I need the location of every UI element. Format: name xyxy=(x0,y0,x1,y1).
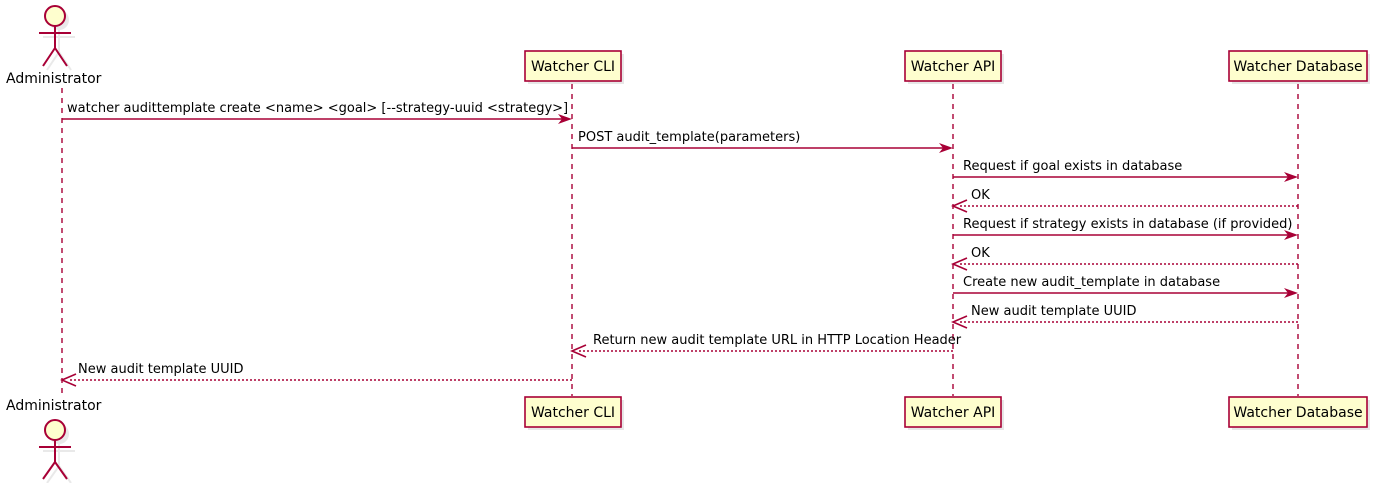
actor-right-leg-icon-bottom xyxy=(54,461,68,480)
message-1-label: watcher audittemplate create <name> <goa… xyxy=(67,101,568,116)
participant-box-watcher-database-bottom[interactable] xyxy=(1228,396,1368,428)
participant-watcher-cli-bottom[interactable]: Watcher CLI xyxy=(524,396,624,430)
actor-right-leg-icon xyxy=(54,47,68,67)
actor-left-leg-icon xyxy=(42,47,56,67)
message-10-label: New audit template UUID xyxy=(78,362,243,377)
message-2-label: POST audit_template(parameters) xyxy=(578,130,800,145)
participant-label-watcher-api-bottom: Watcher API xyxy=(911,405,996,421)
actor-label-administrator-top: Administrator xyxy=(6,71,102,87)
message-10-arrowhead xyxy=(59,373,77,387)
participant-watcher-database-top[interactable]: Watcher Database xyxy=(1228,50,1370,84)
message-6-arrowhead xyxy=(950,257,968,271)
actor-head-icon xyxy=(44,5,66,27)
participant-watcher-api-bottom[interactable]: Watcher API xyxy=(904,396,1004,430)
participant-watcher-api-top[interactable]: Watcher API xyxy=(904,50,1004,84)
actor-left-leg-icon-bottom xyxy=(42,461,56,480)
participant-box-watcher-api-top[interactable] xyxy=(904,50,1002,82)
participant-watcher-cli-top[interactable]: Watcher CLI xyxy=(524,50,624,84)
message-8[interactable]: New audit template UUID xyxy=(950,304,1298,329)
message-9-label: Return new audit template URL in HTTP Lo… xyxy=(593,333,962,348)
message-3[interactable]: Request if goal exists in database xyxy=(953,159,1298,182)
message-8-label: New audit template UUID xyxy=(971,304,1136,319)
message-5-label: Request if strategy exists in database (… xyxy=(963,217,1292,232)
participant-label-watcher-cli-bottom: Watcher CLI xyxy=(531,405,615,421)
message-9-arrowhead xyxy=(569,344,587,358)
message-5[interactable]: Request if strategy exists in database (… xyxy=(953,217,1298,240)
message-9[interactable]: Return new audit template URL in HTTP Lo… xyxy=(569,333,962,358)
message-7-label: Create new audit_template in database xyxy=(963,275,1220,290)
message-10[interactable]: New audit template UUID xyxy=(59,362,572,387)
participant-box-watcher-cli-top[interactable] xyxy=(524,50,622,82)
message-4-arrowhead xyxy=(950,199,968,213)
message-7-arrowhead xyxy=(1284,288,1298,298)
message-6-label: OK xyxy=(971,246,990,261)
actor-label-administrator-bottom: Administrator xyxy=(6,398,102,414)
actor-administrator-bottom[interactable]: Administrator xyxy=(6,398,102,483)
participant-box-watcher-api-bottom[interactable] xyxy=(904,396,1002,428)
participant-label-watcher-database-top: Watcher Database xyxy=(1233,59,1362,75)
message-1-arrowhead xyxy=(558,114,572,124)
message-3-arrowhead xyxy=(1284,172,1298,182)
participant-box-watcher-cli-bottom[interactable] xyxy=(524,396,622,428)
message-2-arrowhead xyxy=(939,143,953,153)
participant-label-watcher-cli-top: Watcher CLI xyxy=(531,59,615,75)
message-3-label: Request if goal exists in database xyxy=(963,159,1182,174)
actor-head-icon-bottom xyxy=(44,419,66,441)
message-8-arrowhead xyxy=(950,315,968,329)
message-4-label: OK xyxy=(971,188,990,203)
message-7[interactable]: Create new audit_template in database xyxy=(953,275,1298,298)
participant-label-watcher-api-top: Watcher API xyxy=(911,59,996,75)
participant-label-watcher-database-bottom: Watcher Database xyxy=(1233,405,1362,421)
message-2[interactable]: POST audit_template(parameters) xyxy=(572,130,953,153)
actor-administrator-top[interactable]: Administrator xyxy=(6,5,102,87)
message-5-arrowhead xyxy=(1284,230,1298,240)
message-4[interactable]: OK xyxy=(950,188,1298,213)
message-1[interactable]: watcher audittemplate create <name> <goa… xyxy=(62,101,572,124)
participant-box-watcher-database-top[interactable] xyxy=(1228,50,1368,82)
lifelines xyxy=(61,84,1299,396)
message-6[interactable]: OK xyxy=(950,246,1298,271)
participant-watcher-database-bottom[interactable]: Watcher Database xyxy=(1228,396,1370,430)
